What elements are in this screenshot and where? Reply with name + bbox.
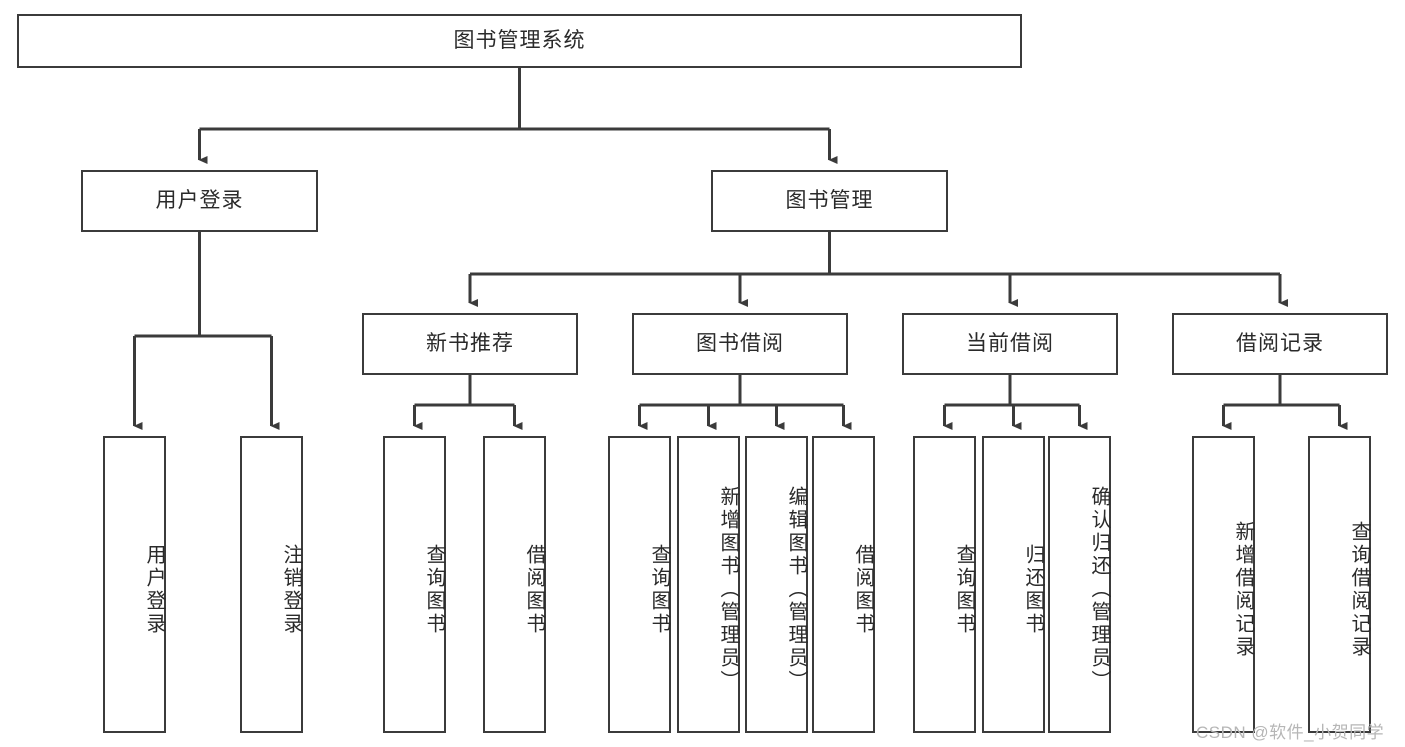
csdn-watermark: CSDN @软件_小贺同学	[1196, 723, 1385, 742]
leaf-node-9[interactable]: 归还图书	[982, 436, 1045, 733]
level3-node-1[interactable]: 图书借阅	[632, 313, 848, 375]
level3-node-0[interactable]: 新书推荐	[362, 313, 578, 375]
leaf-node-6[interactable]: 编辑图书（管理员）	[745, 436, 808, 733]
node-label: 图书管理系统	[453, 29, 586, 53]
node-label: 图书借阅	[696, 332, 784, 356]
level3-node-3[interactable]: 借阅记录	[1172, 313, 1388, 375]
node-label: 归还图书	[1022, 543, 1044, 636]
leaf-node-8[interactable]: 查询图书	[913, 436, 976, 733]
leaf-node-2[interactable]: 查询图书	[383, 436, 446, 733]
node-label: 查询图书	[648, 543, 670, 636]
leaf-node-3[interactable]: 借阅图书	[483, 436, 546, 733]
node-label: 查询图书	[423, 543, 445, 636]
leaf-node-5[interactable]: 新增图书（管理员）	[677, 436, 740, 733]
node-label: 查询图书	[953, 543, 975, 636]
node-label: 新增借阅记录	[1232, 520, 1254, 659]
node-label: 新增图书（管理员）	[717, 486, 739, 693]
leaf-node-12[interactable]: 查询借阅记录	[1308, 436, 1371, 733]
leaf-node-0[interactable]: 用户登录	[103, 436, 166, 733]
node-label: 编辑图书（管理员）	[785, 486, 807, 693]
level3-node-2[interactable]: 当前借阅	[902, 313, 1118, 375]
node-label: 图书管理	[785, 189, 874, 213]
leaf-node-11[interactable]: 新增借阅记录	[1192, 436, 1255, 733]
node-label: 新书推荐	[426, 332, 514, 356]
node-label: 当前借阅	[966, 332, 1054, 356]
leaf-node-4[interactable]: 查询图书	[608, 436, 671, 733]
level2-node-0[interactable]: 用户登录	[81, 170, 318, 232]
node-label: 注销登录	[280, 543, 302, 636]
node-label: 用户登录	[155, 189, 244, 213]
node-label: 借阅图书	[523, 543, 545, 636]
node-label: 查询借阅记录	[1348, 520, 1370, 659]
leaf-node-10[interactable]: 确认归还（管理员）	[1048, 436, 1111, 733]
level2-node-1[interactable]: 图书管理	[711, 170, 948, 232]
node-label: 确认归还（管理员）	[1088, 486, 1110, 693]
node-label: 用户登录	[143, 543, 165, 636]
leaf-node-7[interactable]: 借阅图书	[812, 436, 875, 733]
node-label: 借阅图书	[852, 543, 874, 636]
node-label: 借阅记录	[1236, 332, 1324, 356]
root-node-0[interactable]: 图书管理系统	[17, 14, 1022, 68]
leaf-node-1[interactable]: 注销登录	[240, 436, 303, 733]
